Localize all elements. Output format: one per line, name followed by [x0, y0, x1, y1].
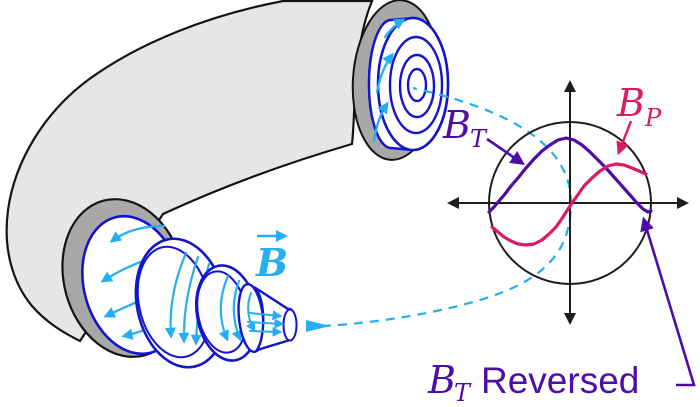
field-lines-surface-3	[218, 274, 242, 342]
field-arrow	[249, 326, 283, 337]
bp-curve	[490, 162, 648, 247]
reversed-label-text: Reversed	[481, 360, 639, 401]
field-arrow	[247, 318, 285, 329]
reversed-label-base: B	[427, 358, 456, 402]
bp-label-group: B P	[616, 81, 662, 132]
bp-label-sub: P	[644, 104, 662, 132]
reversed-annotation-arrow	[640, 216, 696, 387]
field-arrow	[249, 310, 283, 321]
bp-label-base: B	[616, 81, 645, 125]
connector-arrowhead	[306, 320, 330, 332]
top-flux-ring-2	[388, 35, 444, 135]
field-arrow	[372, 101, 389, 143]
field-arrow	[164, 251, 188, 339]
field-lines-surface-4	[245, 292, 256, 333]
bp-label-arrow	[616, 120, 633, 156]
reversed-annotation-group: B T Reversed	[427, 358, 639, 407]
bt-label-group: B T	[442, 103, 488, 153]
field-arrow	[245, 292, 256, 333]
field-arrow	[375, 52, 394, 94]
top-flux-ring-4	[406, 67, 428, 103]
top-flux-ring-3	[398, 53, 436, 119]
b-field-label-group: B	[255, 230, 288, 285]
b-field-label: B	[255, 240, 288, 285]
bt-label-sub: T	[470, 125, 488, 153]
field-lines-top-cylinder	[372, 18, 406, 143]
field-lines-axis	[247, 310, 285, 337]
field-arrow	[383, 18, 406, 39]
bt-curve	[487, 136, 653, 214]
reversed-label-sub: T	[454, 379, 472, 407]
field-arrow	[218, 274, 230, 342]
field-arrow	[178, 255, 200, 344]
bt-label-base: B	[442, 103, 471, 147]
bt-label-arrow	[486, 137, 525, 166]
field-arrow	[231, 279, 242, 342]
field-arrow	[109, 224, 166, 243]
axis-cylinder-tip	[282, 308, 298, 342]
